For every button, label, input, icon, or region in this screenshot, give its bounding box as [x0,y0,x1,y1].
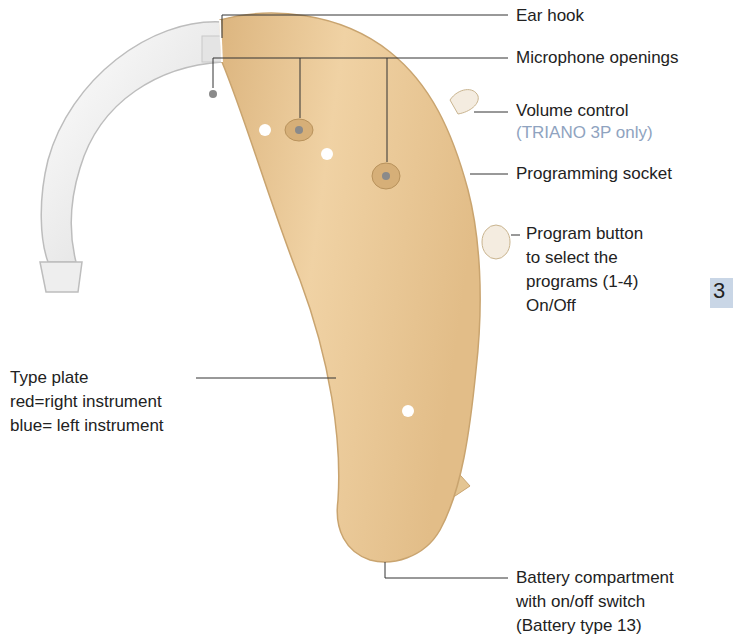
chapter-number: 3 [710,278,733,304]
microphone-opening [382,172,390,180]
leader-line [387,58,388,162]
part-label: Microphone openings [516,46,726,70]
screw-dot [259,124,271,136]
part-label: Ear hook [516,4,726,28]
microphone-opening [209,90,217,98]
leader-line [213,58,508,88]
microphone-opening [285,119,313,141]
leader-line [474,112,508,113]
part-label: Programming socket [516,162,726,186]
chapter-tab: 3 [710,278,733,308]
part-label: Volume control [516,99,726,123]
ear-hook [41,22,222,262]
program-button [482,225,510,259]
screw-dot [402,405,414,417]
part-label: Program button to select the programs (1… [526,222,654,318]
hearing-aid-body [220,13,480,562]
leader-line [511,235,520,236]
volume-knob [450,90,478,114]
microphone-opening [295,126,303,134]
leader-line [470,174,508,175]
leader-line [300,58,301,118]
part-label: Battery compartment with on/off switch (… [516,566,688,638]
part-label: red=right instrument [10,390,194,414]
part-label: Type plate [10,366,194,390]
part-label: blue= left instrument [10,414,194,438]
leader-line [222,15,508,38]
microphone-opening [372,163,400,189]
leader-line [385,562,508,578]
leader-line [196,378,336,379]
part-label: (TRIANO 3P only) [516,121,726,145]
screw-dot [321,148,333,160]
ear-hook-tip [40,262,82,292]
